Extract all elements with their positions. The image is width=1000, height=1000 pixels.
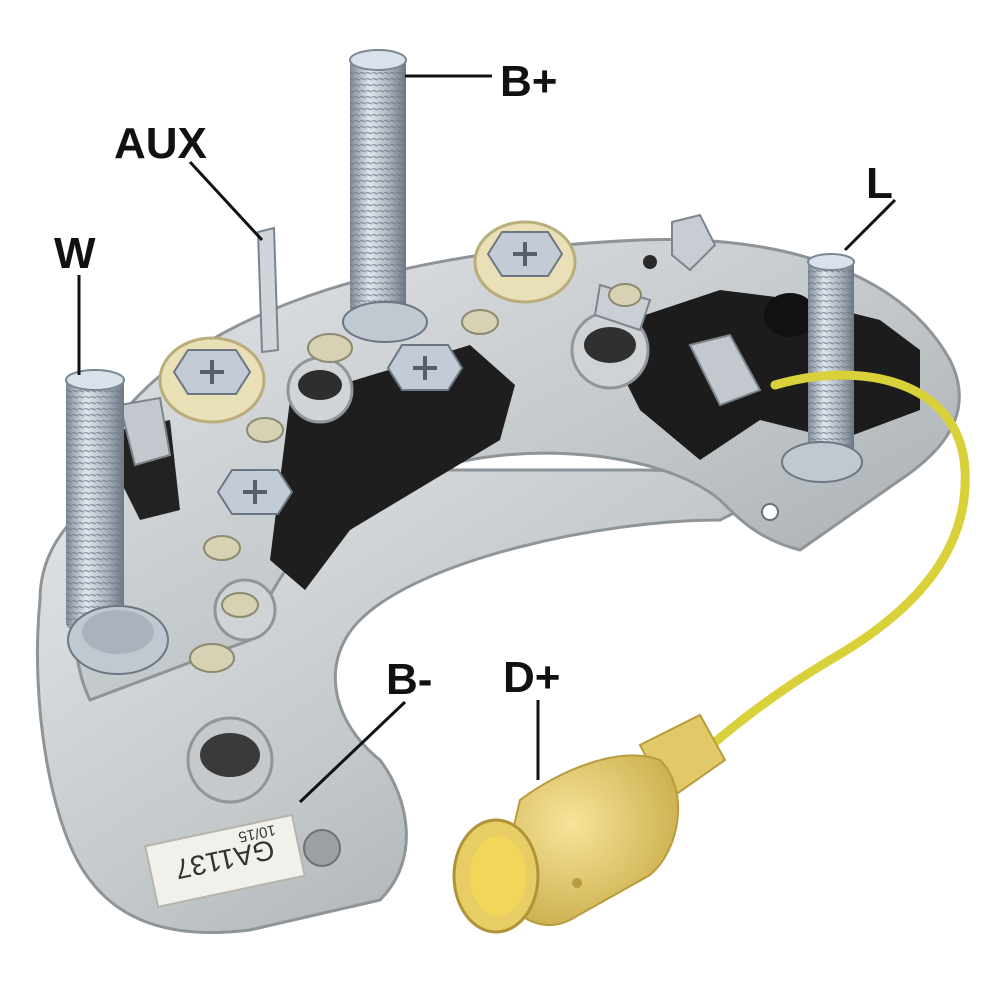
l-label: L [866, 159, 893, 208]
w-label: W [54, 229, 96, 278]
mounting-hole [303, 829, 341, 867]
mounting-hole [764, 293, 816, 337]
mounting-hole [643, 255, 657, 269]
diodes [186, 310, 650, 804]
d-plus-label: D+ [503, 653, 561, 702]
b-plus-stud [342, 49, 428, 343]
b-plus-label: B+ [500, 57, 558, 106]
l-stud [781, 253, 863, 483]
spade-terminals [118, 213, 762, 467]
mounting-hole [761, 503, 779, 521]
aux-label: AUX [114, 119, 207, 168]
d-plus-wire [695, 370, 970, 760]
w-stud [65, 369, 169, 675]
b-minus-label: B- [386, 655, 433, 704]
solder-lugs [189, 283, 642, 673]
d-plus-connector [452, 713, 727, 934]
hex-nuts [158, 220, 577, 515]
callout-lines [77, 74, 897, 804]
part-sticker: GA1137 10/15 [143, 813, 306, 909]
